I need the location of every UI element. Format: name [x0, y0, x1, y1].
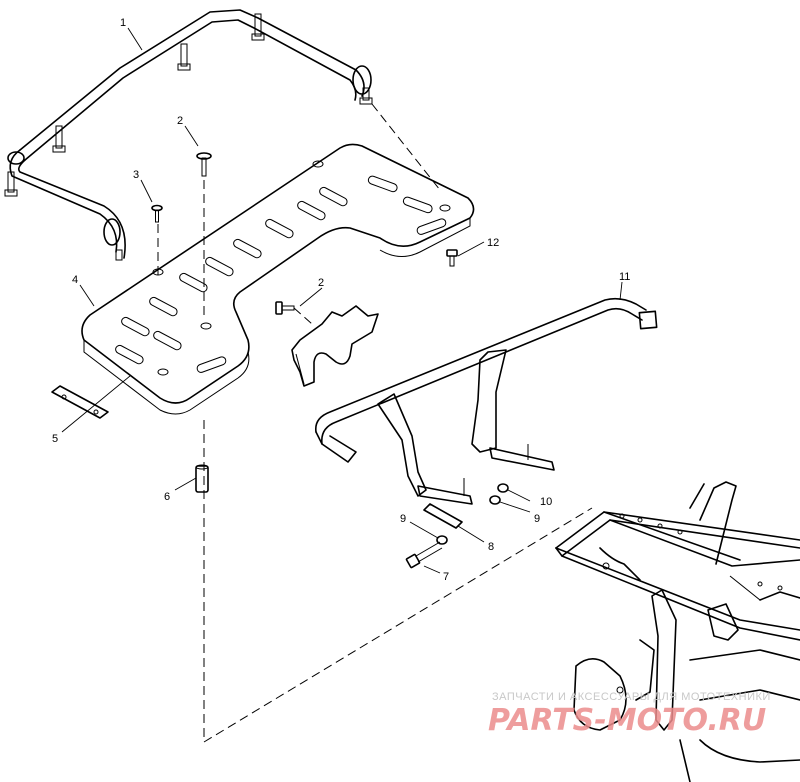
callout-3: 3 — [133, 169, 139, 181]
callout-9-right: 9 — [534, 513, 540, 525]
rack-rail-part-1 — [4, 9, 373, 261]
spacer-part-6 — [195, 464, 209, 493]
frame-bolt-holes — [602, 513, 783, 694]
bolt-part-3 — [151, 204, 163, 223]
callout-6: 6 — [164, 491, 170, 503]
leader-lines — [61, 27, 623, 574]
callout-8: 8 — [488, 541, 494, 553]
callout-2: 2 — [177, 115, 183, 127]
callout-5: 5 — [52, 433, 58, 445]
bolt-part-12 — [446, 249, 458, 267]
watermark-subtitle: ЗАПЧАСТИ И АКСЕССУАРЫ ДЛЯ МОТОТЕХНИКИ — [492, 691, 771, 703]
assembly-guide-lines — [157, 103, 593, 743]
callout-7: 7 — [443, 571, 449, 583]
plate-part-5 — [51, 385, 109, 419]
callout-1: 1 — [120, 17, 126, 29]
callout-11: 11 — [619, 271, 630, 283]
plate-part-8 — [423, 503, 463, 529]
bolt-part-2 — [196, 152, 212, 177]
platform-slots — [115, 160, 451, 376]
bolt-part-2-lower — [275, 301, 295, 315]
callout-10: 10 — [540, 496, 552, 508]
callout-2-lower: 2 — [318, 277, 324, 289]
callout-12: 12 — [487, 237, 499, 249]
callout-labels: 1 2 3 4 2 12 11 5 6 10 9 9 8 7 — [52, 17, 630, 583]
bolt-part-7 — [405, 541, 443, 569]
callout-4: 4 — [72, 274, 78, 286]
callout-9-left: 9 — [400, 513, 406, 525]
rear-frame-part-11 — [314, 297, 658, 505]
support-bracket — [291, 305, 379, 387]
watermark: ЗАПЧАСТИ И АКСЕССУАРЫ ДЛЯ МОТОТЕХНИКИ PA… — [488, 691, 771, 738]
washer-part-9 — [436, 495, 501, 545]
vehicle-frame — [555, 481, 800, 782]
rack-platform-part-4 — [81, 143, 475, 415]
watermark-brand: PARTS-MOTO.RU — [488, 703, 766, 738]
nut-part-10 — [497, 483, 509, 493]
